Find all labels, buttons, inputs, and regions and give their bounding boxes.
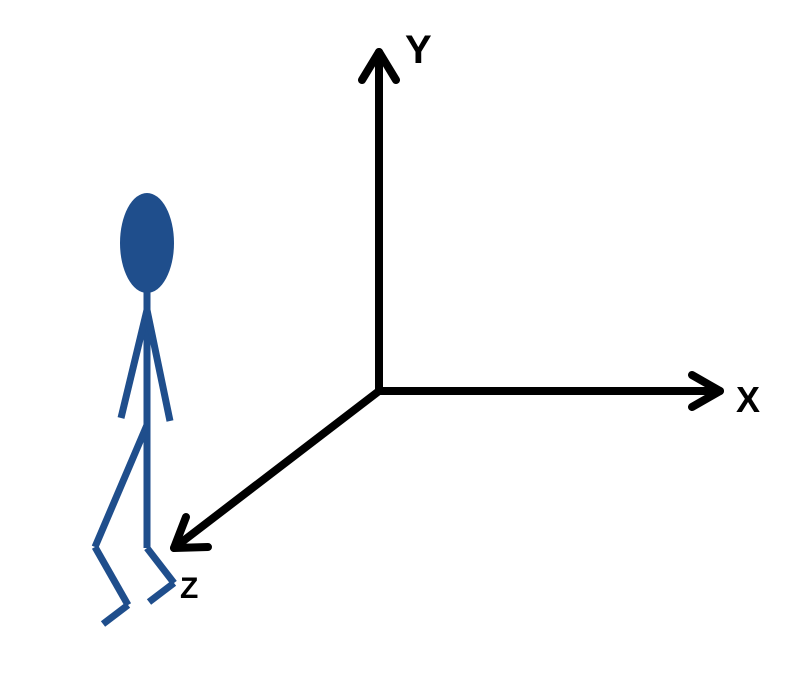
- figure-left-shin: [91, 545, 132, 607]
- z-axis-arrowhead: [170, 513, 212, 552]
- figure-right-shin: [144, 545, 177, 586]
- stick-figure: [91, 193, 177, 627]
- z-axis-line: [170, 387, 383, 552]
- x-axis-label: X: [736, 379, 760, 420]
- figure-head: [120, 193, 174, 293]
- figure-limbs: [91, 292, 177, 627]
- figure-left-arm: [117, 309, 151, 419]
- figure-left-thigh: [91, 423, 151, 549]
- x-axis-arrowhead: [688, 371, 724, 411]
- figure-left-foot: [100, 602, 131, 627]
- figure-right-arm: [143, 309, 174, 422]
- axes: [170, 48, 724, 552]
- y-axis-label: Y: [405, 28, 432, 72]
- y-axis-arrowhead: [358, 48, 400, 84]
- figure-right-foot: [146, 580, 177, 605]
- z-axis-label: Z: [180, 572, 198, 605]
